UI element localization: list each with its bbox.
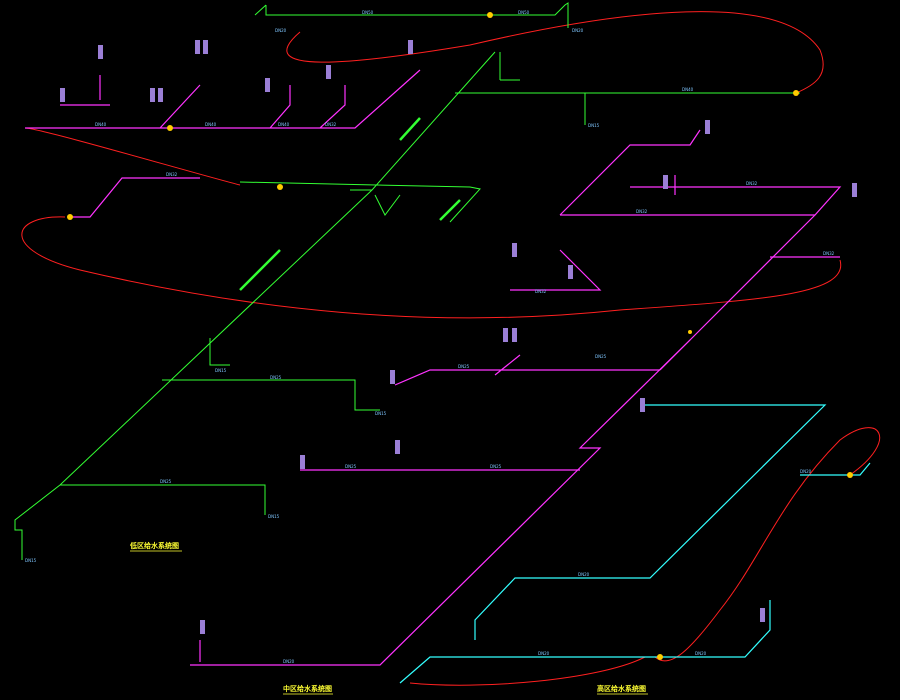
fixture-icon [265, 78, 270, 92]
fixture-icon [568, 265, 573, 279]
pipe-size-label: DN40 [95, 122, 107, 127]
fixture-symbols [60, 40, 857, 634]
return-curve-top [286, 11, 824, 94]
pipe-size-label: DN25 [458, 364, 470, 369]
valve-symbols [67, 12, 853, 660]
cyan-right-branch [800, 462, 871, 476]
magenta-right-platform [510, 129, 842, 291]
pipe-size-label: DN50 [518, 10, 530, 15]
valve-icon [277, 184, 283, 190]
fixture-icon [390, 370, 395, 384]
mid-zone-pipes [25, 69, 842, 666]
pipe-size-label: DN20 [275, 28, 287, 33]
pipe-size-label: DN40 [205, 122, 217, 127]
cyan-bottom-header [399, 600, 771, 684]
fixture-icon [60, 88, 65, 102]
pipe-size-labels: DN50 DN50 DN40 DN40 DN40 DN40 DN32 DN32 … [25, 10, 835, 664]
pipe-size-label: DN32 [535, 289, 547, 294]
fixture-icon [326, 65, 331, 79]
fixture-icon [512, 243, 517, 257]
valve-icon [67, 214, 73, 220]
fixture-icon [158, 88, 163, 102]
green-branch-1 [162, 338, 380, 411]
magenta-left-loop [70, 177, 200, 218]
fixture-icon [150, 88, 155, 102]
pipe-size-label: DN50 [362, 10, 374, 15]
green-top-header [254, 2, 569, 28]
fixture-icon [300, 455, 305, 469]
fixture-icon [203, 40, 208, 54]
pipe-size-label: DN20 [578, 572, 590, 577]
pipe-size-label: DN32 [325, 122, 337, 127]
high-zone-title: 高区给水系统图 [597, 684, 646, 693]
pipe-size-label: DN25 [345, 464, 357, 469]
return-curves [21, 11, 880, 686]
pipe-size-label: DN25 [160, 479, 172, 484]
pipe-size-label: DN20 [695, 651, 707, 656]
fixture-icon [395, 440, 400, 454]
fixture-icon [640, 398, 645, 412]
pipe-size-label: DN32 [823, 251, 835, 256]
pipe-size-label: DN15 [588, 123, 600, 128]
fixture-icon [852, 183, 857, 197]
fixture-icon [705, 120, 710, 134]
fixture-icon [663, 175, 668, 189]
pipe-size-label: DN15 [375, 411, 387, 416]
cyan-top-header [474, 404, 827, 640]
return-curve-right [409, 427, 880, 686]
valve-icon [688, 330, 692, 334]
fixture-icon [98, 45, 103, 59]
pipe-size-label: DN20 [538, 651, 550, 656]
valve-icon [657, 654, 663, 660]
magenta-mid-branch [300, 256, 840, 471]
pipe-size-label: DN40 [278, 122, 290, 127]
low-zone-title: 低区给水系统图 [129, 541, 179, 550]
valve-icon [847, 472, 853, 478]
pipe-size-label: DN32 [166, 172, 178, 177]
green-upper-header [455, 52, 800, 125]
low-zone-pipes [14, 2, 800, 560]
high-zone-pipes [399, 404, 871, 684]
fixture-icon [512, 328, 517, 342]
pipe-size-label: DN32 [636, 209, 648, 214]
pipe-size-label: DN25 [595, 354, 607, 359]
fixture-icon [195, 40, 200, 54]
green-branch-2 [60, 484, 266, 515]
green-bold-segment [239, 117, 461, 291]
fixture-icon [760, 608, 765, 622]
pipe-size-label: DN20 [800, 469, 812, 474]
green-center-node [239, 181, 481, 223]
valve-icon [167, 125, 173, 131]
mid-zone-title: 中区给水系统图 [283, 684, 332, 693]
fixture-icon [200, 620, 205, 634]
fixture-icon [408, 40, 413, 54]
pipe-size-label: DN20 [572, 28, 584, 33]
return-curve-left [21, 127, 842, 319]
zone-titles: 低区给水系统图 中区给水系统图 高区给水系统图 [129, 541, 648, 695]
magenta-main-riser [190, 214, 816, 666]
pipe-size-label: DN15 [25, 558, 37, 563]
pipe-size-label: DN15 [215, 368, 227, 373]
pipe-size-label: DN25 [490, 464, 502, 469]
pipe-size-label: DN15 [268, 514, 280, 519]
pipe-size-label: DN32 [746, 181, 758, 186]
pipe-size-label: DN25 [270, 375, 282, 380]
fixture-icon [503, 328, 508, 342]
pipe-size-label: DN40 [682, 87, 694, 92]
pipe-size-label: DN20 [283, 659, 295, 664]
valve-icon [793, 90, 799, 96]
valve-icon [487, 12, 493, 18]
magenta-top-header [25, 69, 421, 129]
